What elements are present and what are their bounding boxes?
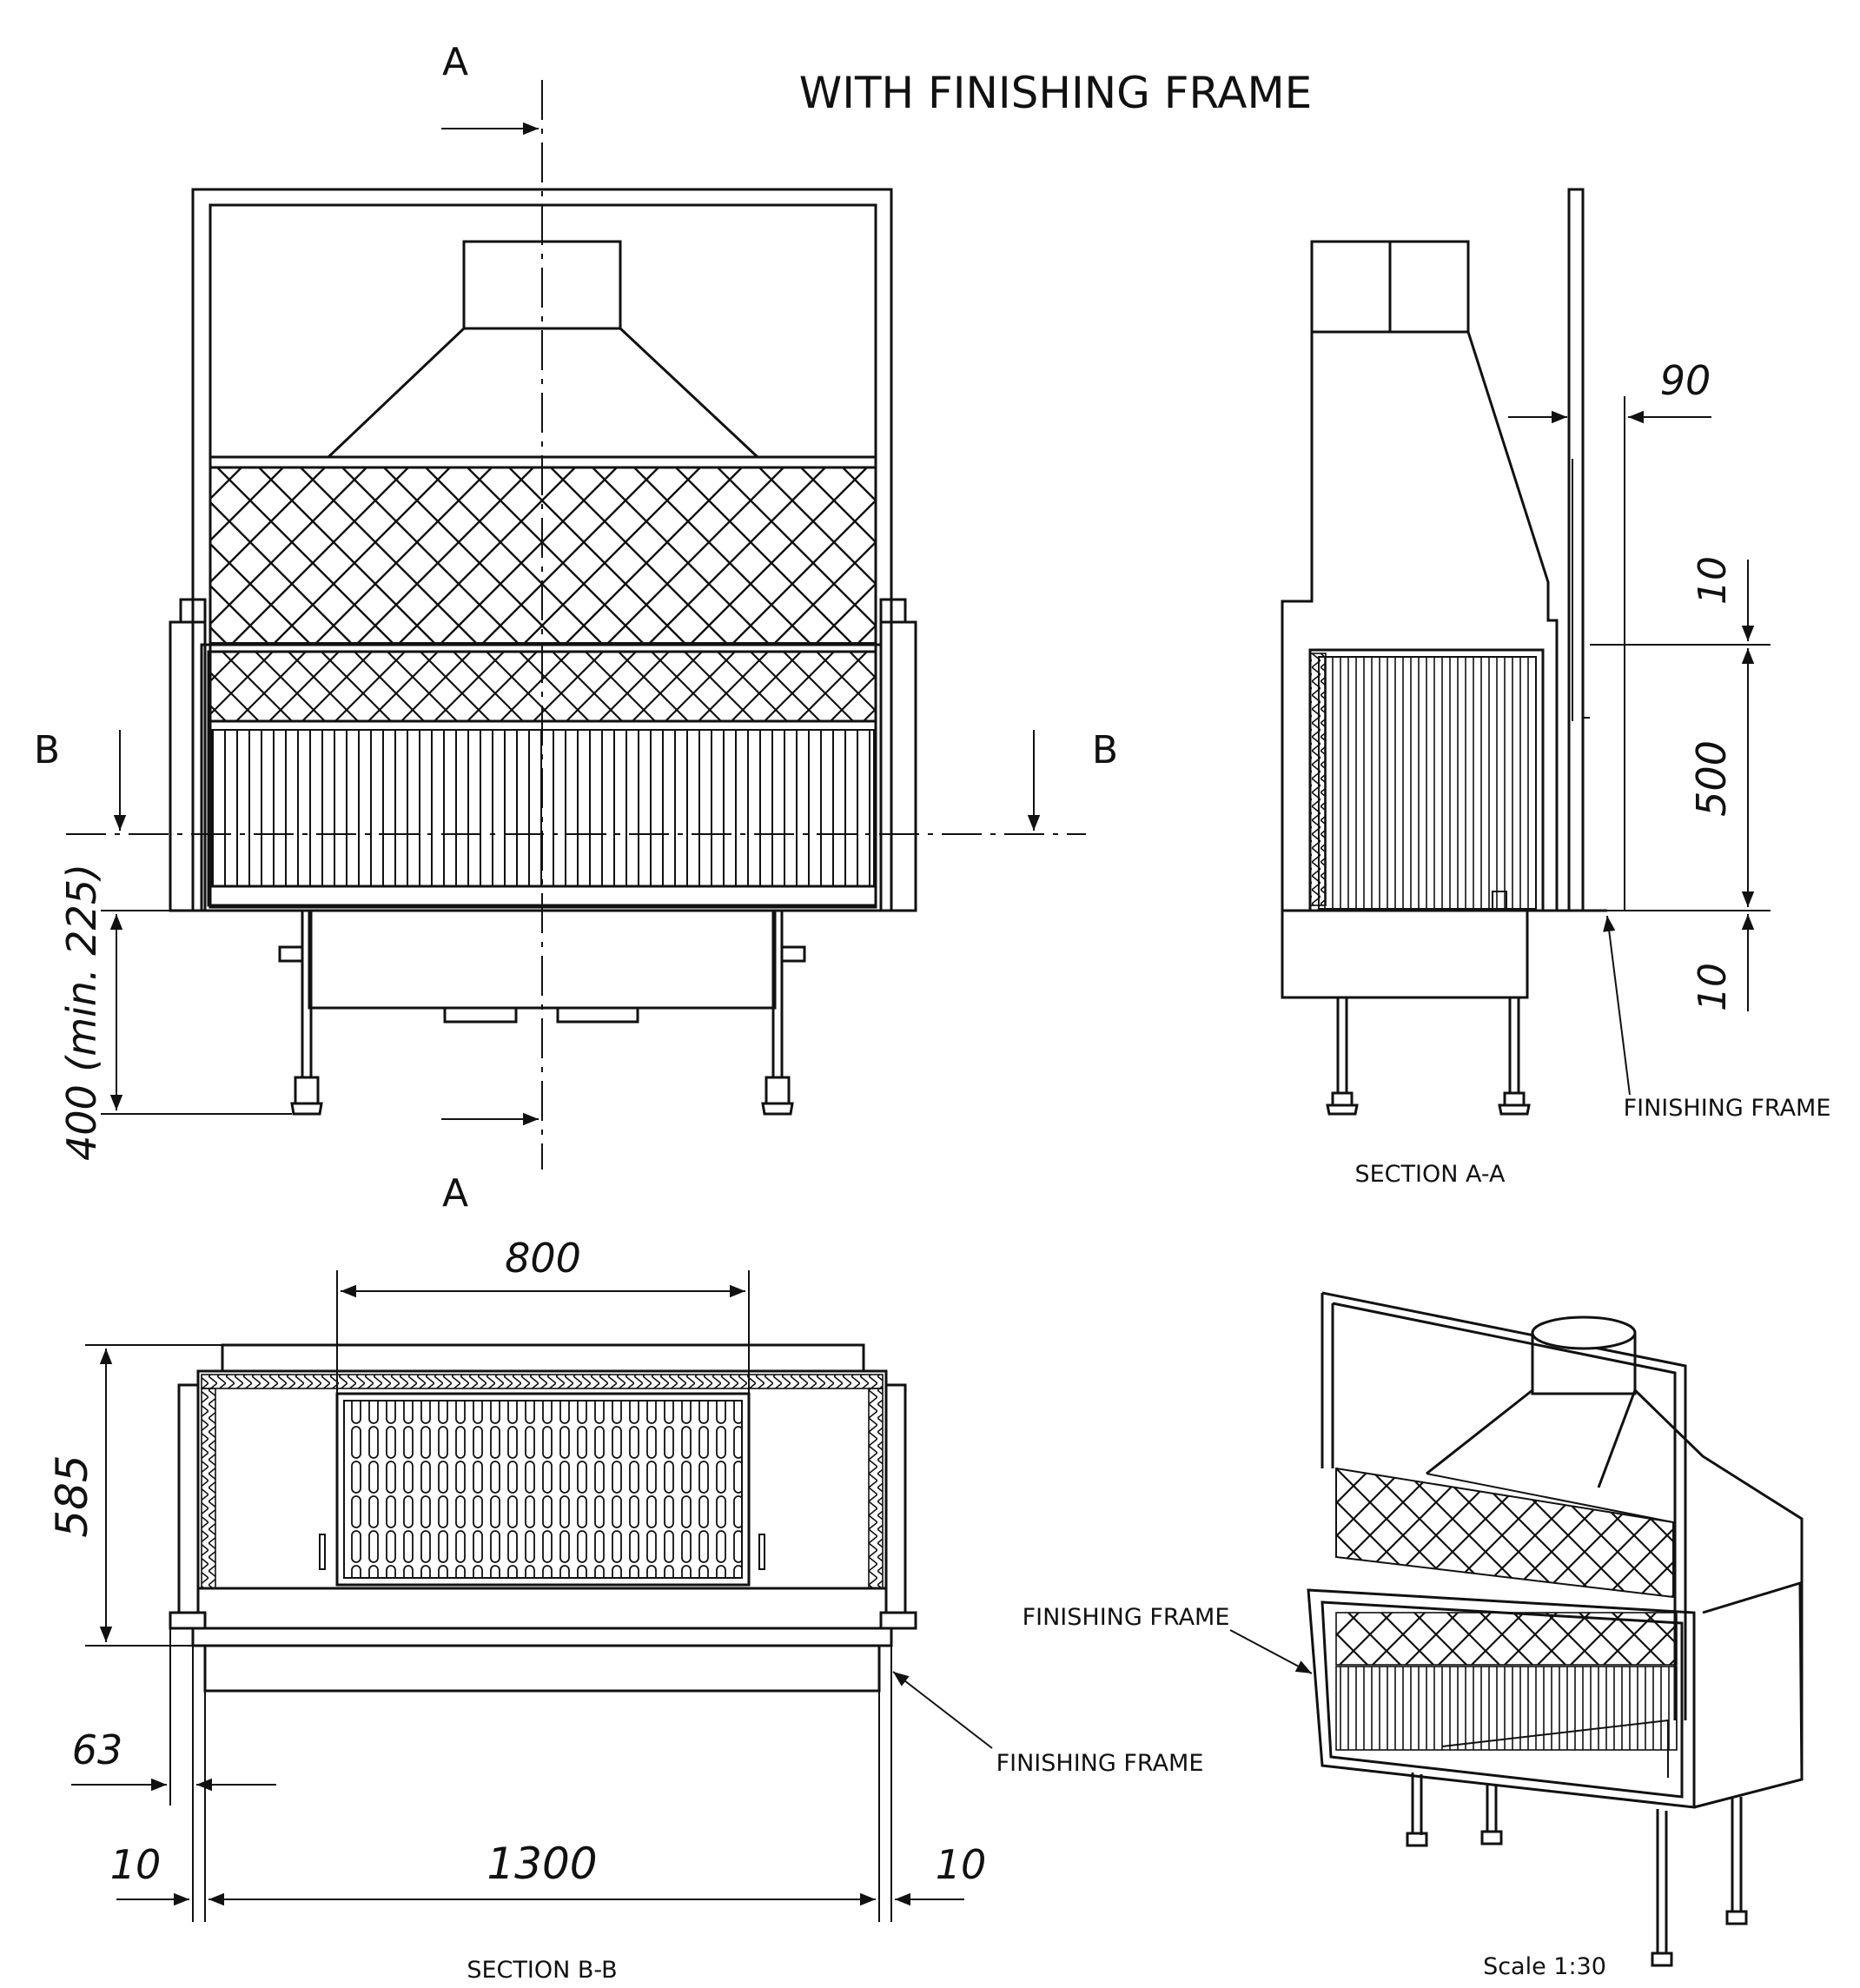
side-leg-right <box>1498 997 1531 1116</box>
section-bb-view: 800 585 63 10 1300 10 FINISHING FRAME SE… <box>47 1235 1203 1984</box>
side-firebox-liner <box>1318 656 1537 910</box>
plan-left-casing <box>177 1383 200 1614</box>
dim-side-bottom-gap: 10 <box>1691 963 1735 1011</box>
right-casing <box>879 620 917 912</box>
dim-plan-left-gap: 10 <box>110 1841 162 1888</box>
side-finishing-frame <box>1567 188 1585 912</box>
label-scale: Scale 1:30 <box>1483 1953 1606 1980</box>
dim-front-height: 400 (min. 225) <box>58 864 105 1161</box>
plan-finishing-frame <box>191 1627 893 1647</box>
dim-plan-width-top: 800 <box>505 1235 581 1282</box>
section-aa-view: 90 10 500 10 FINISHING FRAME SECTION A-A <box>1281 188 1831 1188</box>
label-section-aa: SECTION A-A <box>1354 1161 1506 1188</box>
dim-side-opening: 500 <box>1688 740 1735 817</box>
iso-lattice <box>1335 1467 1674 1599</box>
isometric-view: FINISHING FRAME Scale 1:30 <box>1023 1291 1804 1980</box>
plan-back-flange <box>221 1343 865 1373</box>
dim-plan-width: 1300 <box>487 1839 597 1889</box>
left-casing <box>169 620 207 912</box>
section-marker-a-top: A <box>442 40 468 84</box>
label-finishing-frame-side: FINISHING FRAME <box>1624 1095 1831 1122</box>
section-marker-b-right: B <box>1092 728 1118 772</box>
label-section-bb: SECTION B-B <box>467 1957 617 1984</box>
plan-grate <box>335 1392 751 1587</box>
section-marker-b-left: B <box>34 728 60 772</box>
dim-side-offset: 90 <box>1660 357 1711 404</box>
smoke-hood <box>327 327 759 459</box>
dim-plan-offset: 63 <box>72 1726 123 1773</box>
dim-side-top-gap: 10 <box>1691 556 1735 605</box>
label-finishing-frame-iso: FINISHING FRAME <box>1023 1604 1230 1631</box>
iso-top-frame <box>1321 1291 1687 1720</box>
dim-plan-right-gap: 10 <box>936 1841 987 1888</box>
section-marker-a-bottom: A <box>442 1171 468 1216</box>
drawing-title: WITH FINISHING FRAME <box>799 68 1312 118</box>
side-leg-left <box>1326 997 1359 1116</box>
front-view: A A B B 400 (min. 225) <box>34 40 1118 1216</box>
label-finishing-frame-plan: FINISHING FRAME <box>996 1750 1204 1777</box>
dim-plan-depth: 585 <box>47 1455 97 1537</box>
iso-door-frame <box>1307 1588 1696 1809</box>
plan-right-casing <box>884 1383 907 1614</box>
